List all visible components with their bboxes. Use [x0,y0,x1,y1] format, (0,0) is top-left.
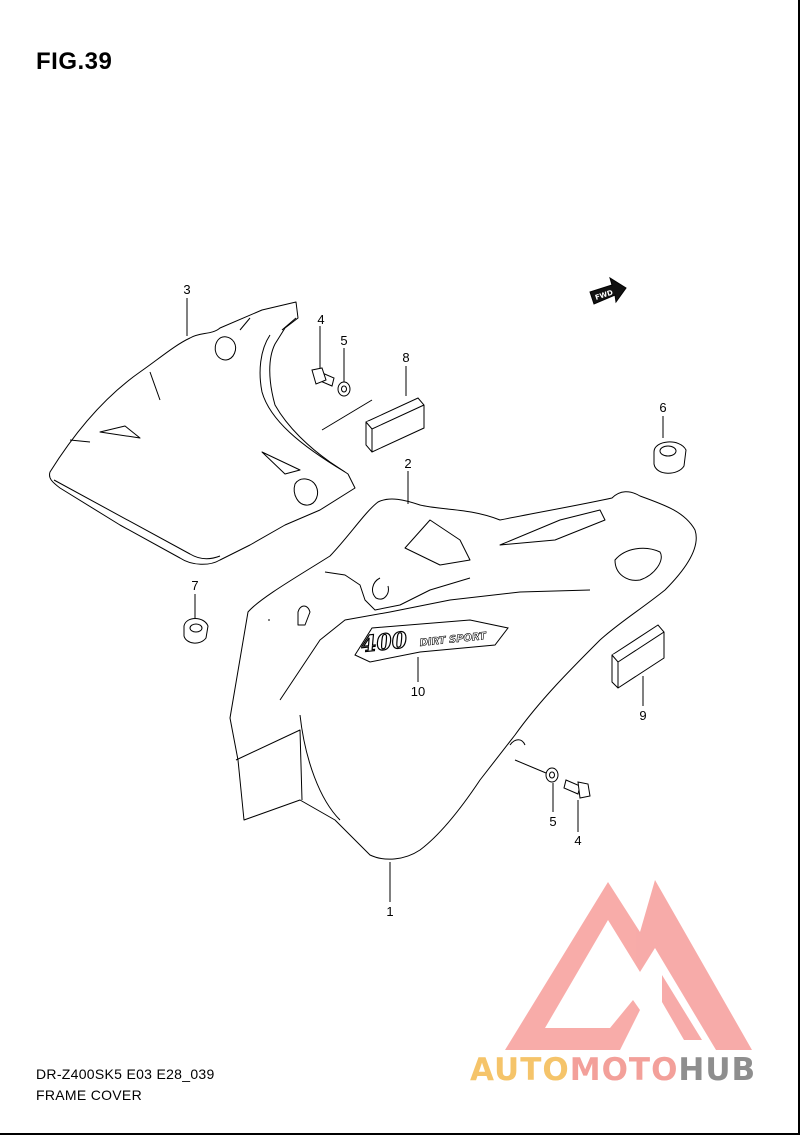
part-5-lower-washer-icon [545,767,559,783]
callout-labels: 3 4 5 8 2 6 7 10 9 5 4 1 [183,282,666,919]
callout-part-8: 8 [402,350,409,365]
part-6-grommet-icon [653,441,687,474]
callout-part-10: 10 [411,684,425,699]
callout-part-5-lower: 5 [549,814,556,829]
figure-name: FRAME COVER [36,1087,142,1103]
model-code: DR-Z400SK5 E03 E28_039 [36,1066,215,1082]
callout-part-7: 7 [191,578,198,593]
decal-number-text: 400 [360,627,409,658]
part-7-grommet-icon [183,618,209,644]
watermark-auto: AUTO [470,1052,570,1088]
callout-part-4-upper: 4 [317,312,324,327]
part-5-upper-washer-icon [337,381,351,397]
watermark-moto: MOTO [569,1052,679,1088]
watermark-text: AUTOMOTOHUB [470,1052,756,1088]
callout-part-6: 6 [659,400,666,415]
fwd-arrow-icon: FWD [589,276,627,305]
callout-part-3: 3 [183,282,190,297]
watermark-hub: HUB [678,1052,757,1088]
part-9-pad [611,624,665,689]
part-8-pad [365,397,425,453]
part-3-side-cover [49,301,356,565]
part-4-lower-bolt-icon [563,779,591,799]
part-4-upper-bolt-icon [311,367,335,387]
callout-part-4-lower: 4 [574,833,581,848]
part-1-frame-cover [229,491,697,860]
watermark-logo-icon [505,880,752,1050]
callout-part-2: 2 [404,456,411,471]
callout-part-9: 9 [639,708,646,723]
part-10-decal: 400 DIRT SPORT [354,619,509,663]
leader-lines [186,298,664,902]
callout-part-1: 1 [386,904,393,919]
callout-part-5-upper: 5 [340,333,347,348]
figure-title: FIG.39 [36,48,113,75]
